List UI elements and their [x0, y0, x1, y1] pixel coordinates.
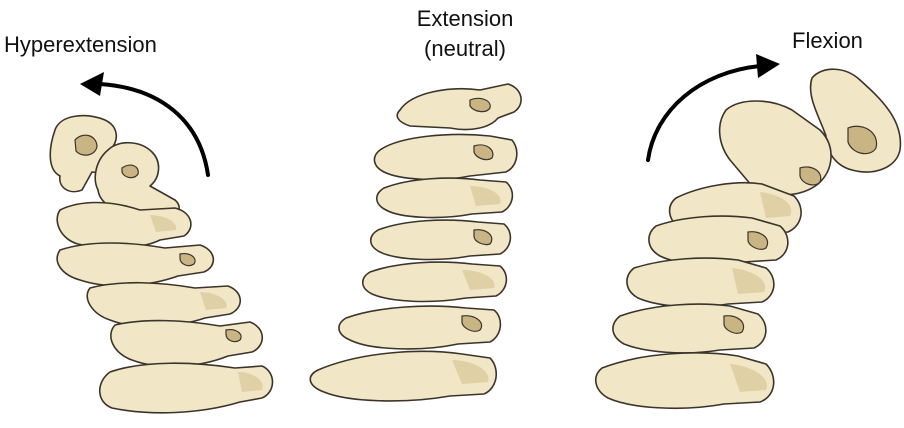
spine-hyperextension [49, 114, 274, 414]
vertebra-c6 [612, 303, 767, 354]
spine-flexion [595, 68, 902, 410]
vertebra-c4 [56, 242, 215, 287]
curved-arrow-forward-icon [646, 54, 780, 162]
vertebra-c6 [110, 319, 264, 368]
vertebra-c1 [49, 114, 118, 193]
vertebra-c1 [396, 83, 522, 131]
vertebra-c4 [648, 215, 789, 266]
hyperextension-label: Hyperextension [4, 32, 157, 57]
vertebra-c2 [718, 100, 832, 196]
vertebra-c2 [373, 133, 518, 181]
vertebra-c7 [595, 352, 775, 410]
vertebra-c6 [338, 305, 502, 350]
vertebra-c3 [375, 177, 514, 219]
vertebra-c7 [309, 350, 497, 402]
extension-label-line1: Extension [416, 6, 514, 31]
vertebra-c4 [369, 219, 512, 261]
vertebra-c5 [361, 261, 508, 303]
extension-neutral-label: Extension (neutral) [395, 4, 535, 64]
flexion-label: Flexion [792, 28, 863, 53]
extension-label-line2: (neutral) [424, 36, 506, 61]
vertebra-c5 [626, 257, 775, 308]
vertebra-c3 [56, 201, 192, 249]
curved-arrow-backward-icon [80, 72, 210, 177]
spine-extension-neutral [309, 83, 522, 402]
vertebra-c5 [86, 281, 242, 328]
vertebra-c1 [809, 68, 902, 173]
vertebra-c7 [98, 362, 274, 414]
